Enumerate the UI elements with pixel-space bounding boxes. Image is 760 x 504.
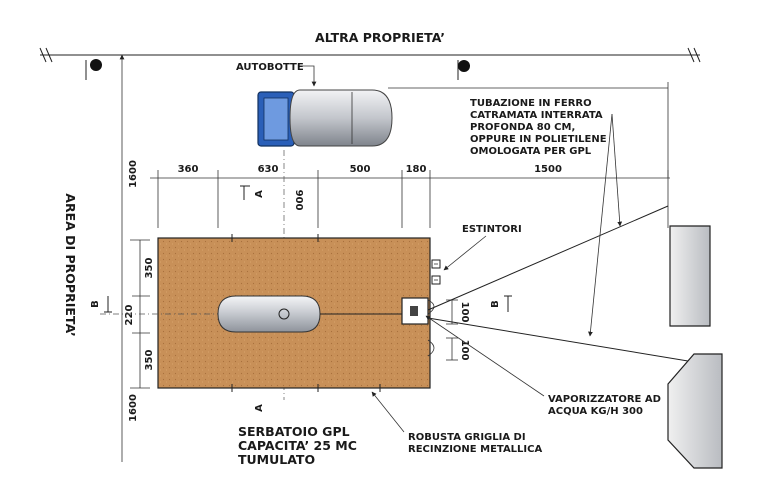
serbatoio-line-2: CAPACITA’ 25 MC bbox=[238, 438, 357, 453]
section-b-marker-left bbox=[104, 296, 112, 313]
fence-posts bbox=[231, 234, 381, 392]
serbatoio-line-1: SERBATOIO GPL bbox=[238, 424, 350, 439]
section-b-right-label: B bbox=[490, 300, 501, 308]
section-b-marker-right bbox=[504, 295, 512, 312]
dim-top-500: 500 bbox=[350, 164, 371, 175]
lamp-post-right bbox=[457, 60, 470, 80]
serbatoio-line-3: TUMULATO bbox=[238, 452, 315, 467]
neighbor-building-upper bbox=[669, 225, 711, 327]
section-a-bottom-label: A bbox=[254, 404, 265, 412]
dim-top-360: 360 bbox=[178, 164, 199, 175]
tubazione-line-5: OMOLOGATA PER GPL bbox=[470, 146, 592, 157]
dim-left-1600-bottom: 1600 bbox=[128, 394, 139, 422]
section-b-left-label: B bbox=[90, 300, 101, 308]
tanker-truck bbox=[257, 89, 393, 147]
top-dimension-lines bbox=[150, 82, 670, 228]
autobotte-leader bbox=[300, 65, 317, 87]
griglia-line-1: ROBUSTA GRIGLIA DI bbox=[408, 432, 526, 443]
property-boundary bbox=[39, 47, 701, 63]
vaporizer-enclosure bbox=[401, 297, 435, 357]
altra-proprieta-label: ALTRA PROPRIETA’ bbox=[315, 30, 445, 45]
vaporizzatore-line-1: VAPORIZZATORE AD bbox=[548, 394, 661, 405]
tubazione-leader-lower bbox=[588, 113, 613, 337]
dim-top-630: 630 bbox=[258, 164, 279, 175]
area-di-proprieta-label: AREA DI PROPRIETA’ bbox=[63, 193, 78, 336]
dim-900: 900 bbox=[293, 190, 304, 211]
lpg-tank bbox=[217, 295, 321, 333]
dim-left-1600-top: 1600 bbox=[128, 160, 139, 188]
dim-left-220: 220 bbox=[124, 305, 135, 326]
safety-distance-lines bbox=[427, 205, 695, 363]
tubazione-line-4: OPPURE IN POLIETILENE bbox=[470, 134, 607, 145]
section-a-top-label: A bbox=[254, 190, 265, 198]
estintori-leader bbox=[443, 235, 487, 271]
autobotte-label: AUTOBOTTE bbox=[236, 62, 304, 73]
dim-box-100-top: 100 bbox=[459, 302, 470, 323]
vaporizzatore-leader bbox=[425, 315, 545, 397]
estintori-label: ESTINTORI bbox=[462, 224, 522, 235]
vaporizzatore-line-2: ACQUA KG/H 300 bbox=[548, 406, 643, 417]
neighbor-building-lower bbox=[667, 353, 723, 469]
lamp-post-left bbox=[85, 59, 102, 80]
griglia-leader bbox=[371, 391, 405, 433]
tubazione-line-2: CATRAMATA INTERRATA bbox=[470, 110, 603, 121]
extinguisher-icons bbox=[431, 259, 441, 285]
dim-box-100-bottom: 100 bbox=[459, 340, 470, 361]
tubazione-label: TUBAZIONE IN FERRO CATRAMATA INTERRATA P… bbox=[470, 98, 607, 157]
tubazione-line-1: TUBAZIONE IN FERRO bbox=[470, 98, 592, 109]
dim-left-350-top: 350 bbox=[144, 258, 155, 279]
griglia-line-2: RECINZIONE METALLICA bbox=[408, 444, 542, 455]
box-dimension-lines bbox=[446, 299, 458, 361]
dim-top-180: 180 bbox=[406, 164, 427, 175]
section-a-marker-top bbox=[240, 185, 250, 200]
tubazione-line-3: PROFONDA 80 CM, bbox=[470, 122, 575, 133]
dim-left-350-bottom: 350 bbox=[144, 350, 155, 371]
dim-top-1500: 1500 bbox=[534, 164, 562, 175]
tubazione-leader-upper bbox=[611, 113, 623, 227]
